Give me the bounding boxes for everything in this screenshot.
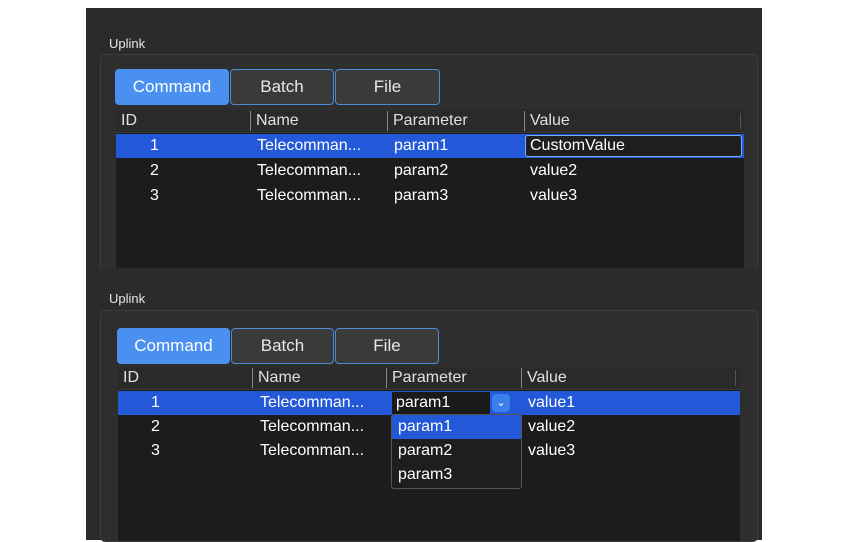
cell-parameter: param2 (394, 162, 449, 179)
column-header-name[interactable]: Name (252, 368, 386, 388)
column-header-parameter[interactable]: Parameter (386, 368, 521, 388)
column-header-id[interactable]: ID (123, 369, 139, 386)
uplink-groupbox: Command Batch File ID Name Parameter Val… (100, 310, 758, 542)
cell-name: Telecomman... (257, 137, 362, 154)
cell-parameter: param3 (394, 187, 449, 204)
value-edit-field[interactable]: CustomValue (525, 135, 742, 157)
cell-name: Telecomman... (260, 442, 365, 459)
cell-name: Telecomman... (257, 187, 362, 204)
table-row[interactable]: 2 Telecomman... value2 (118, 415, 740, 439)
cell-value: value2 (528, 418, 576, 435)
uplink-groupbox: Command Batch File ID Name Parameter Val… (100, 54, 758, 270)
cell-id: 2 (151, 418, 160, 435)
tab-bar: Command Batch File (115, 69, 441, 105)
parameter-dropdown-list: param1 param2 param3 (391, 414, 522, 489)
panel-title: Uplink (109, 36, 146, 51)
table-row[interactable]: 1 Telecomman... param1 ⌄ value1 (118, 391, 740, 415)
table-header: ID Name Parameter Value (116, 110, 744, 133)
header-divider (735, 370, 736, 386)
cell-name: Telecomman... (257, 162, 362, 179)
header-divider (740, 113, 741, 129)
column-header-value[interactable]: Value (521, 368, 735, 388)
command-table: ID Name Parameter Value 1 Telecomman... … (116, 110, 744, 269)
tab-bar: Command Batch File (117, 328, 440, 364)
table-row[interactable]: 3 Telecomman... value3 (118, 439, 740, 463)
tab-command[interactable]: Command (117, 328, 230, 364)
table-row[interactable]: 2 Telecomman... param2 value2 (116, 159, 744, 183)
table-row[interactable]: 3 Telecomman... param3 value3 (116, 184, 744, 208)
dropdown-option[interactable]: param1 (392, 415, 521, 439)
cell-id: 2 (150, 162, 159, 179)
tab-file[interactable]: File (335, 69, 440, 105)
dropdown-option[interactable]: param2 (398, 442, 453, 459)
cell-value: value3 (530, 187, 578, 204)
table-row[interactable]: 1 Telecomman... param1 CustomValue (116, 134, 744, 158)
cell-name: Telecomman... (260, 394, 365, 411)
column-header-value[interactable]: Value (524, 111, 740, 131)
tab-batch[interactable]: Batch (230, 69, 334, 105)
cell-value: value2 (530, 162, 578, 179)
chevron-down-icon[interactable]: ⌄ (492, 394, 510, 412)
cell-parameter: param1 (394, 137, 449, 154)
cell-id: 3 (150, 187, 159, 204)
column-header-name[interactable]: Name (250, 111, 387, 131)
cell-id: 1 (150, 137, 159, 154)
cell-name: Telecomman... (260, 418, 365, 435)
panel-title: Uplink (109, 291, 146, 306)
tab-command[interactable]: Command (115, 69, 229, 105)
cell-id: 3 (151, 442, 160, 459)
column-header-id[interactable]: ID (121, 112, 137, 129)
column-header-parameter[interactable]: Parameter (387, 111, 524, 131)
table-header: ID Name Parameter Value (118, 367, 740, 390)
cell-value: value3 (528, 442, 576, 459)
dropdown-option[interactable]: param3 (398, 466, 453, 483)
cell-id: 1 (151, 394, 160, 411)
uplink-panel-bottom: Uplink Command Batch File ID Name Parame… (86, 268, 762, 542)
parameter-combo[interactable]: param1 (392, 392, 490, 414)
tab-file[interactable]: File (335, 328, 439, 364)
command-table: ID Name Parameter Value 1 Telecomman... … (118, 367, 740, 541)
cell-value: value1 (528, 394, 576, 411)
tab-batch[interactable]: Batch (231, 328, 334, 364)
uplink-panel-top: Uplink Command Batch File ID Name Parame… (86, 8, 762, 270)
